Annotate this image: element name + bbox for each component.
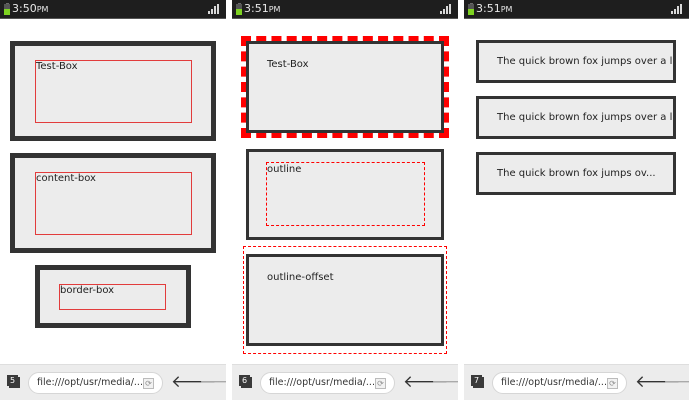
screen-panel-3: 3:51PM The quick brown fox jumps over a … <box>464 0 689 400</box>
box-label: The quick brown fox jumps ov... <box>497 168 656 179</box>
box-label: border-box <box>60 285 115 296</box>
url-bar[interactable]: file:///opt/usr/media/... ⟳ <box>492 372 627 394</box>
back-arrow-icon[interactable]: 🡐 <box>403 372 449 392</box>
box-label: Test-Box <box>267 59 309 70</box>
content-area-outline: border-box <box>59 284 166 310</box>
battery-icon <box>236 3 242 15</box>
outline-offset-ring <box>243 246 447 354</box>
screen-panel-2: 3:51PM Test-Box outline outline-offset 6… <box>232 0 458 400</box>
url-text: file:///opt/usr/media/... <box>501 377 607 388</box>
tab-count-button[interactable]: 5 <box>7 375 18 386</box>
test-box: Test-Box <box>10 41 216 141</box>
reload-icon[interactable]: ⟳ <box>143 378 154 389</box>
signal-icon <box>671 4 683 14</box>
content-box-demo: content-box <box>10 153 216 253</box>
forward-arrow-icon[interactable]: 🡒 <box>199 372 226 392</box>
browser-toolbar: 7 file:///opt/usr/media/... ⟳ 🡐 🡒 <box>464 364 689 400</box>
status-bar: 3:51PM <box>464 0 689 19</box>
overflow-clip-box: The quick brown fox jumps over a lazy do… <box>476 40 676 83</box>
reload-icon[interactable]: ⟳ <box>375 378 386 389</box>
box-label: Test-Box <box>36 61 78 72</box>
url-text: file:///opt/usr/media/... <box>269 377 375 388</box>
border-box-demo: border-box <box>35 265 191 328</box>
box-label: outline <box>267 164 302 175</box>
box-label: The quick brown fox jumps over a lazy do… <box>497 56 673 67</box>
battery-icon <box>4 3 10 15</box>
outline-offset-demo: outline-offset <box>246 254 444 346</box>
dashed-outline: outline <box>266 162 425 226</box>
browser-toolbar: 5 file:///opt/usr/media/... ⟳ 🡐 🡒 <box>0 364 226 400</box>
page-content: The quick brown fox jumps over a lazy do… <box>464 19 689 364</box>
content-area-outline: Test-Box <box>35 60 192 123</box>
url-bar[interactable]: file:///opt/usr/media/... ⟳ <box>28 372 163 394</box>
signal-icon <box>208 4 220 14</box>
status-time: 3:51PM <box>476 2 513 15</box>
battery-icon <box>468 3 474 15</box>
page-content: Test-Box outline outline-offset <box>232 19 458 364</box>
forward-arrow-icon[interactable]: 🡒 <box>663 372 689 392</box>
forward-arrow-icon[interactable]: 🡒 <box>431 372 458 392</box>
reload-icon[interactable]: ⟳ <box>607 378 618 389</box>
screen-panel-1: 3:50PM Test-Box content-box border-box 5… <box>0 0 226 400</box>
box-label: content-box <box>36 173 96 184</box>
signal-icon <box>440 4 452 14</box>
back-arrow-icon[interactable]: 🡐 <box>635 372 681 392</box>
content-area-outline: content-box <box>35 172 192 235</box>
tab-count-button[interactable]: 7 <box>471 375 482 386</box>
browser-toolbar: 6 file:///opt/usr/media/... ⟳ 🡐 🡒 <box>232 364 458 400</box>
page-content: Test-Box content-box border-box <box>0 19 226 364</box>
box-label: outline-offset <box>267 272 334 283</box>
status-time: 3:51PM <box>244 2 281 15</box>
outline-demo: outline <box>246 149 444 240</box>
status-bar: 3:51PM <box>232 0 458 19</box>
back-arrow-icon[interactable]: 🡐 <box>171 372 217 392</box>
url-text: file:///opt/usr/media/... <box>37 377 143 388</box>
url-bar[interactable]: file:///opt/usr/media/... ⟳ <box>260 372 395 394</box>
text-overflow-ellipsis-box: The quick brown fox jumps ov... <box>476 152 676 195</box>
overflow-hidden-box: The quick brown fox jumps over a lazy do… <box>476 96 676 139</box>
status-bar: 3:50PM <box>0 0 226 19</box>
test-box-dashed-outline: Test-Box <box>241 36 449 138</box>
status-time: 3:50PM <box>12 2 49 15</box>
box-label: The quick brown fox jumps over a lazy do… <box>497 112 673 123</box>
tab-count-button[interactable]: 6 <box>239 375 250 386</box>
